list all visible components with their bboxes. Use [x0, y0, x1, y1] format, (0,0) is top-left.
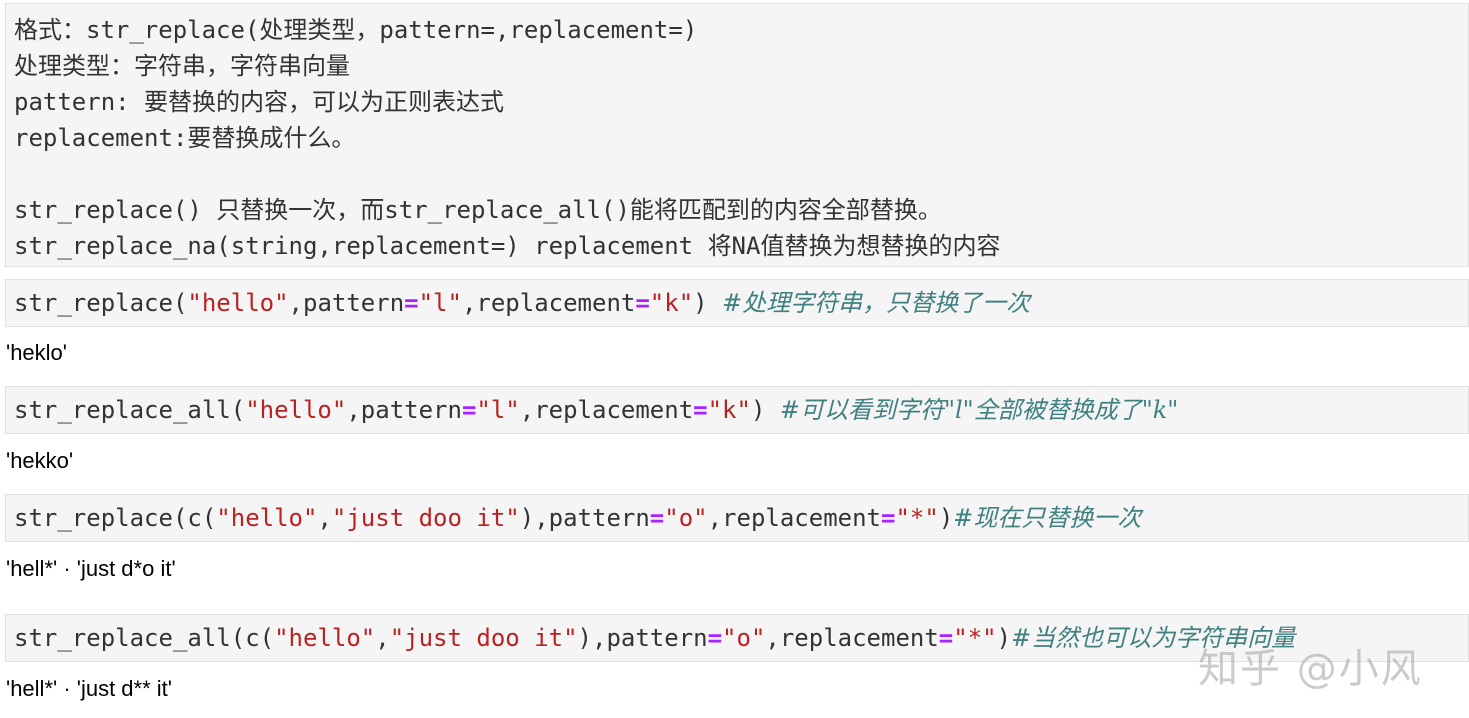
code-param: ),pattern [519, 504, 650, 532]
code-close: ) [693, 289, 723, 317]
markdown-line [6, 156, 1468, 192]
code-param: ,pattern [346, 396, 462, 424]
code-comma: , [317, 504, 332, 532]
code-operator: = [635, 289, 650, 317]
code-operator: = [881, 504, 896, 532]
markdown-cell[interactable]: 格式：str_replace(处理类型，pattern=,replacement… [5, 3, 1469, 267]
cell-output-1: 'heklo' [6, 340, 67, 365]
code-comment: #现在只替换一次 [953, 504, 1142, 532]
code-string: "o" [722, 624, 766, 652]
cell-output-3: 'hell*' · 'just d*o it' [6, 556, 176, 581]
code-string: "hello" [245, 396, 347, 424]
markdown-line: str_replace() 只替换一次，而str_replace_all()能将… [14, 196, 942, 224]
code-operator: = [649, 504, 665, 532]
cell-output-2: 'hekko' [6, 448, 74, 473]
code-operator: = [938, 624, 954, 652]
markdown-line: pattern: 要替换的内容，可以为正则表达式 [14, 88, 505, 116]
code-close: ) [750, 396, 780, 424]
code-operator: = [404, 289, 419, 317]
watermark: 知乎 @小风 [1198, 646, 1423, 692]
code-operator: = [461, 396, 477, 424]
cell-output-4: 'hell*' · 'just d** it' [6, 676, 172, 701]
markdown-line: 处理类型：字符串，字符串向量 [14, 52, 350, 80]
code-param: ,replacement [461, 289, 636, 317]
code-cell-4[interactable]: str_replace_all(c("hello","just doo it")… [5, 614, 1469, 662]
code-comment: #可以看到字符"l"全部被替换成了"k" [779, 396, 1179, 424]
code-string: "hello" [187, 289, 289, 317]
code-operator: = [693, 396, 708, 424]
markdown-line: 格式：str_replace(处理类型，pattern=,replacement… [14, 16, 698, 44]
code-string: "o" [664, 504, 708, 532]
code-string: "hello" [274, 624, 376, 652]
code-fn: str_replace( [14, 289, 188, 317]
code-string: "*" [953, 624, 997, 652]
code-string: "*" [895, 504, 939, 532]
code-string: "just doo it" [389, 624, 578, 652]
code-cell-3[interactable]: str_replace(c("hello","just doo it"),pat… [5, 494, 1469, 542]
code-comment: #当然也可以为字符串向量 [1011, 624, 1296, 652]
code-close: ) [996, 624, 1012, 652]
code-param: ,replacement [765, 624, 939, 652]
markdown-line: replacement:要替换成什么。 [14, 124, 356, 152]
markdown-line: str_replace_na(string,replacement=) repl… [14, 232, 1001, 260]
code-cell-2[interactable]: str_replace_all("hello",pattern="l",repl… [5, 386, 1469, 434]
code-string: "l" [476, 396, 520, 424]
code-close: ) [938, 504, 954, 532]
code-string: "k" [649, 289, 694, 317]
code-operator: = [707, 624, 723, 652]
code-param: ),pattern [577, 624, 708, 652]
code-string: "just doo it" [331, 504, 520, 532]
code-comma: , [375, 624, 390, 652]
code-comment: #处理字符串，只替换了一次 [722, 289, 1031, 317]
code-string: "l" [418, 289, 462, 317]
code-cell-1[interactable]: str_replace("hello",pattern="l",replacem… [5, 279, 1469, 327]
code-param: ,replacement [519, 396, 694, 424]
code-string: "k" [707, 396, 751, 424]
code-fn: str_replace_all( [14, 396, 246, 424]
code-fn: str_replace_all(c( [14, 624, 275, 652]
code-param: ,pattern [288, 289, 405, 317]
code-param: ,replacement [707, 504, 881, 532]
code-string: "hello" [216, 504, 318, 532]
code-fn: str_replace(c( [14, 504, 217, 532]
